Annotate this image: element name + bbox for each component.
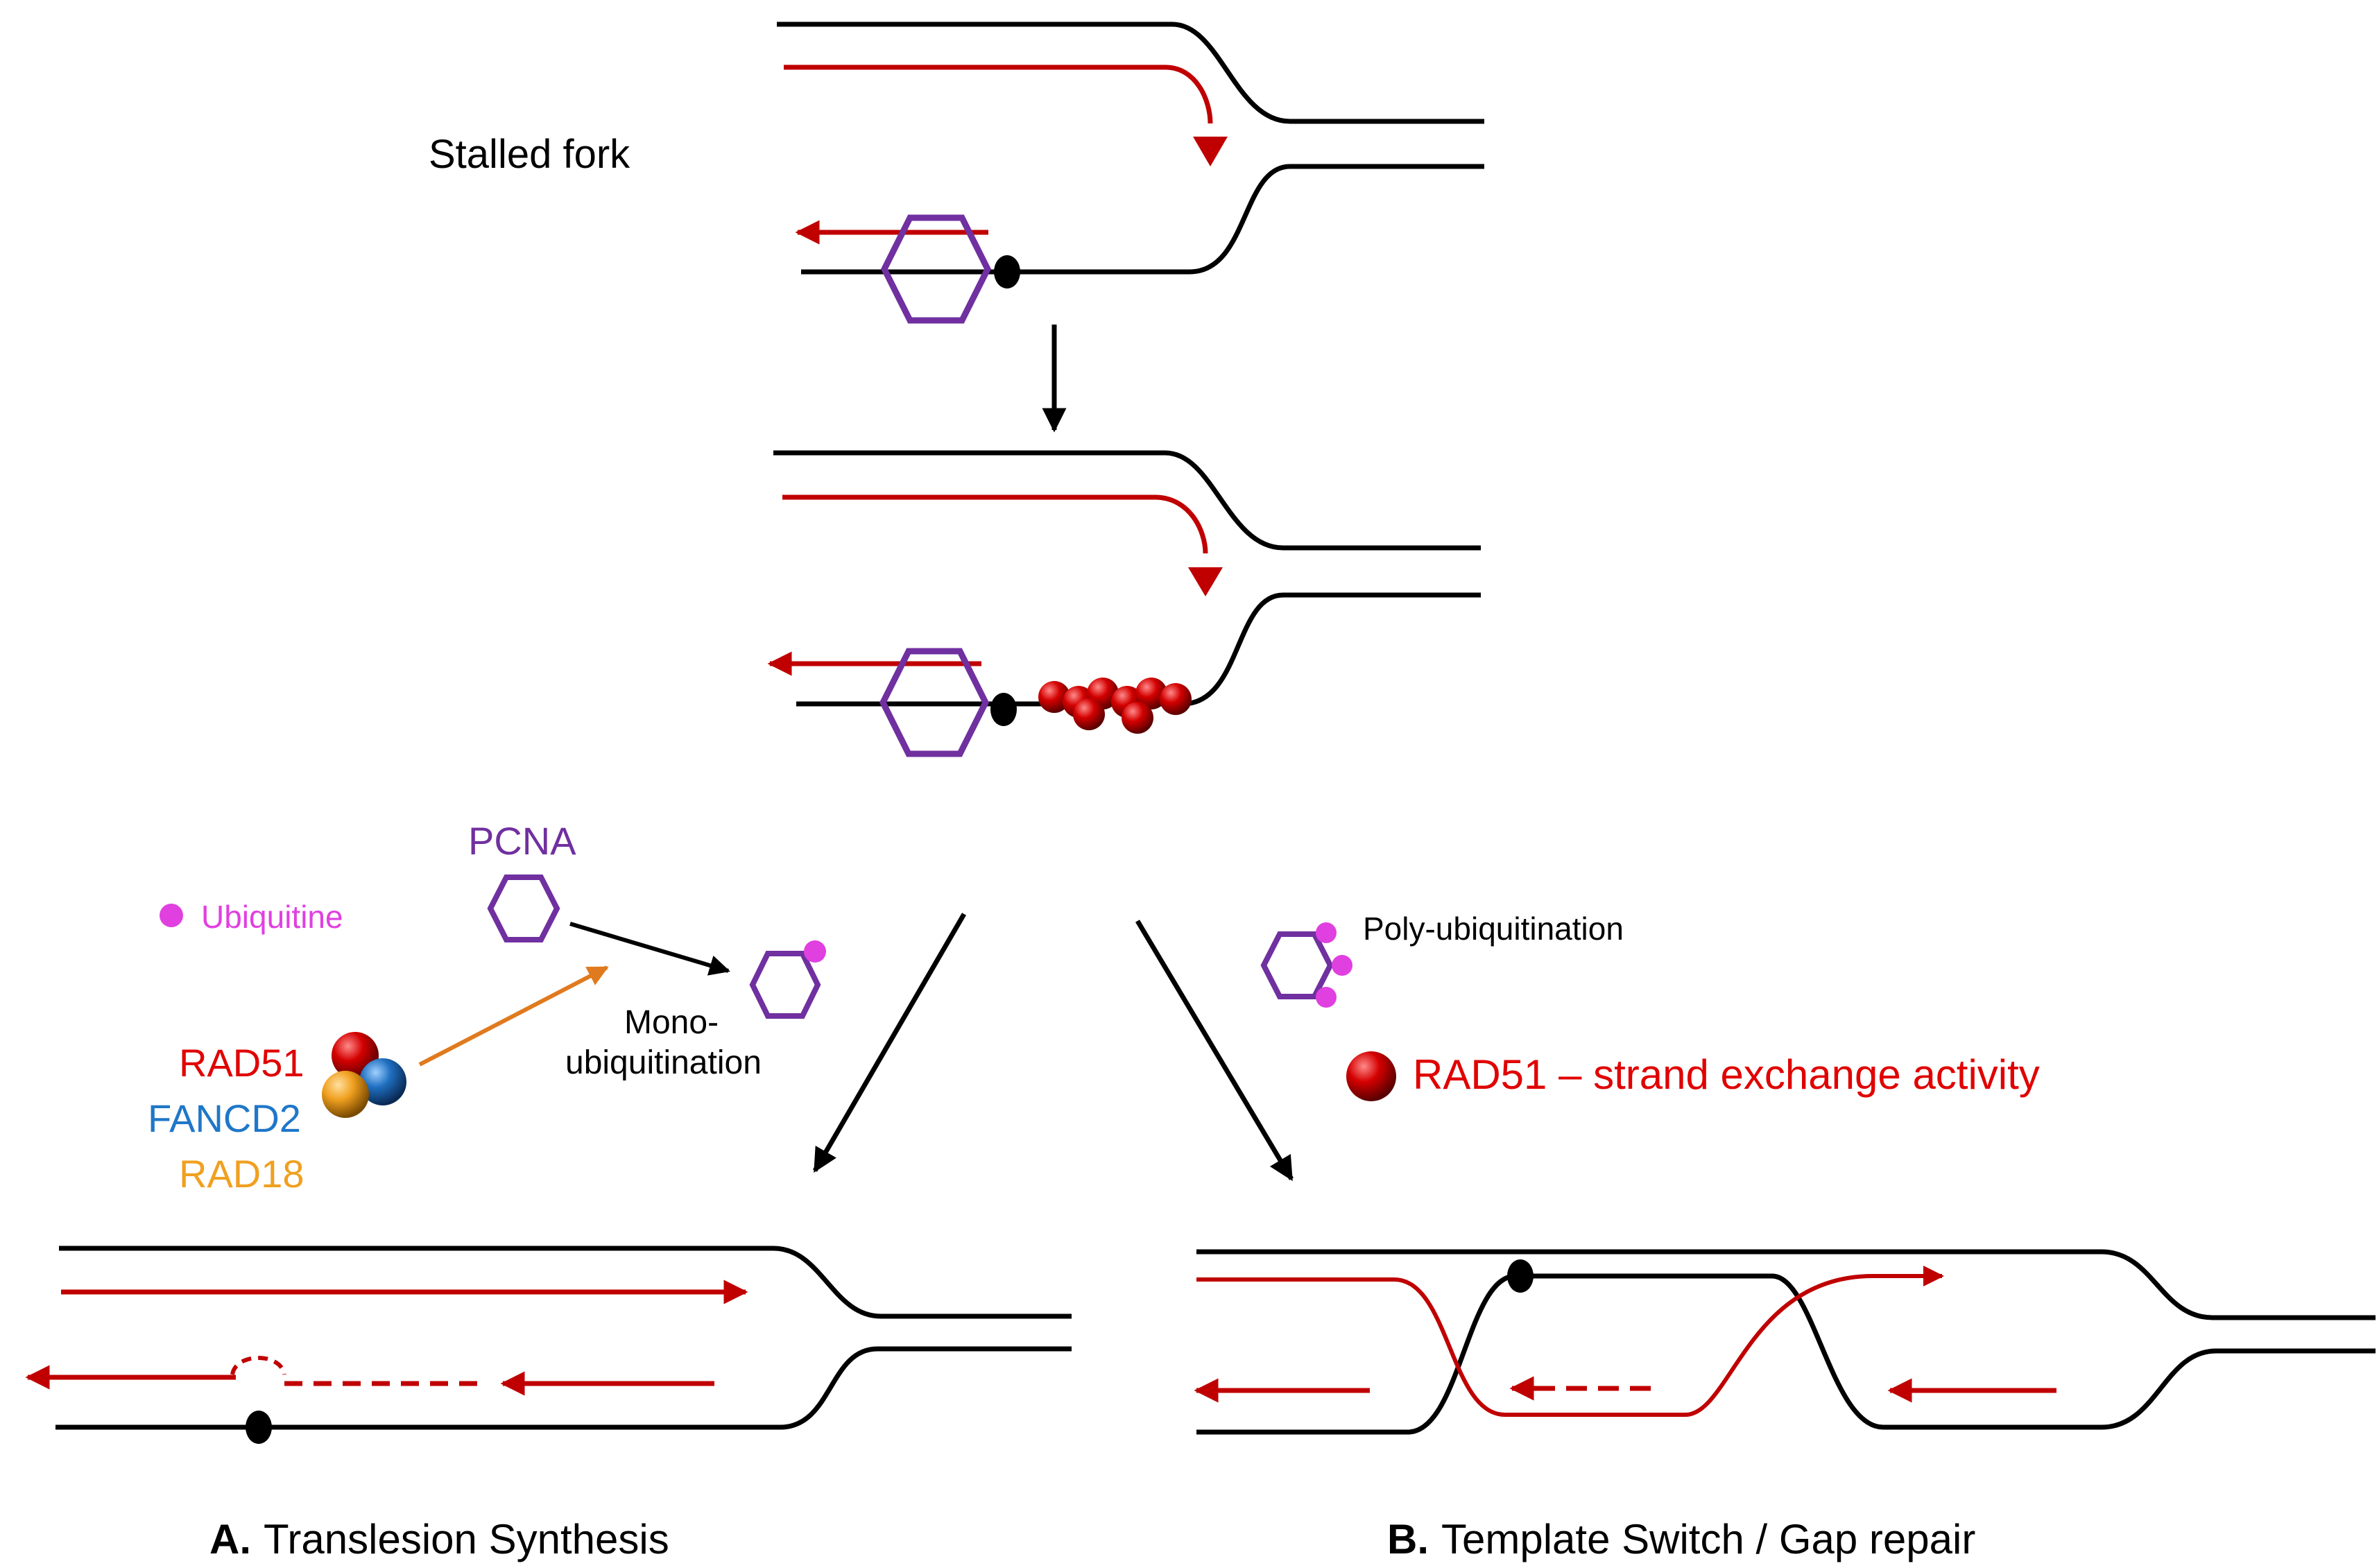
rad51-filament	[1038, 678, 1192, 734]
dna-lesion-2	[990, 693, 1017, 726]
template-switch-strand	[1196, 1266, 1944, 1417]
ubiquitine-label: Ubiquitine	[201, 899, 343, 935]
leading-strand-arrowhead-2	[1188, 567, 1223, 596]
pcna-ring	[880, 214, 992, 324]
poly-ubiquitination-legend: Poly-ubiquitination RAD51 – strand excha…	[1260, 911, 2040, 1101]
mono-ubiquitination-arrow	[569, 922, 730, 976]
dna-lesion	[994, 255, 1020, 288]
rad51-loaded-fork-panel	[767, 450, 1481, 757]
pcna-ring-monoubiquitinated	[749, 951, 821, 1019]
panel-a-name: Translesion Synthesis	[264, 1516, 669, 1562]
stalled-fork-panel: Stalled fork	[429, 21, 1484, 324]
parental-strand-bottom	[801, 164, 1484, 275]
pcna-ring-polyubiquitinated	[1260, 931, 1334, 999]
ubiquitin-dot-poly-2	[1332, 955, 1352, 976]
panel-b-name: Template Switch / Gap repair	[1441, 1516, 1975, 1562]
translesion-synthesis-panel: A. Translesion Synthesis	[25, 1246, 1072, 1562]
poly-label: Poly-ubiquitination	[1363, 911, 1624, 947]
ubiquitin-dot-legend	[160, 904, 183, 927]
ubiquitin-dot-mono	[804, 940, 826, 963]
panel-a-title: A. Translesion Synthesis	[209, 1516, 669, 1562]
ubiquitin-dot-poly-3	[1316, 987, 1337, 1008]
rad51-fancd2-rad18-complex	[322, 1032, 406, 1118]
dna-lesion-a	[246, 1411, 272, 1444]
panel-a-letter: A.	[209, 1516, 251, 1562]
parental-strand-bottom-b	[1196, 1273, 2376, 1435]
parental-strand-bottom-2	[796, 592, 1481, 707]
parental-strand-bottom-a	[55, 1346, 1072, 1430]
parental-strand-top-b	[1196, 1249, 2376, 1320]
tls-bypass	[230, 1356, 286, 1375]
panel-b-title: B. Template Switch / Gap repair	[1387, 1516, 1975, 1562]
branch-arrow-tls	[812, 913, 967, 1173]
parental-strand-top-2	[773, 450, 1481, 551]
ubiquitin-dot-poly-1	[1316, 922, 1337, 943]
stalled-fork-label: Stalled fork	[429, 132, 630, 177]
mono-ubiquitination-legend: PCNA Ubiquitine Mono- ubiquitination RAD…	[148, 819, 826, 1196]
leading-strand-2	[782, 494, 1208, 554]
mono-label-line2: ubiquitination	[565, 1044, 762, 1081]
template-switch-panel: B. Template Switch / Gap repair	[1194, 1249, 2376, 1562]
mono-label-line1: Mono-	[624, 1004, 719, 1041]
parental-strand-top-a	[59, 1246, 1072, 1319]
fancd2-label: FANCD2	[148, 1096, 301, 1140]
pcna-ring-legend	[487, 875, 560, 942]
parental-strand-top	[777, 21, 1484, 124]
pcna-ring-2	[879, 648, 990, 757]
leading-strand-arrowhead	[1193, 137, 1228, 166]
leading-strand	[784, 64, 1213, 124]
rad51-sphere-legend	[1346, 1051, 1396, 1101]
rad18-label: RAD18	[179, 1152, 304, 1196]
dna-lesion-b	[1507, 1259, 1534, 1293]
rad51-activity-label: RAD51 – strand exchange activity	[1413, 1051, 2040, 1098]
branch-arrow-template-switch	[1135, 920, 1294, 1182]
panel-b-letter: B.	[1387, 1516, 1429, 1562]
pcna-label: PCNA	[468, 819, 576, 863]
catalysis-arrow	[418, 965, 609, 1067]
rad51-label: RAD51	[179, 1041, 304, 1085]
